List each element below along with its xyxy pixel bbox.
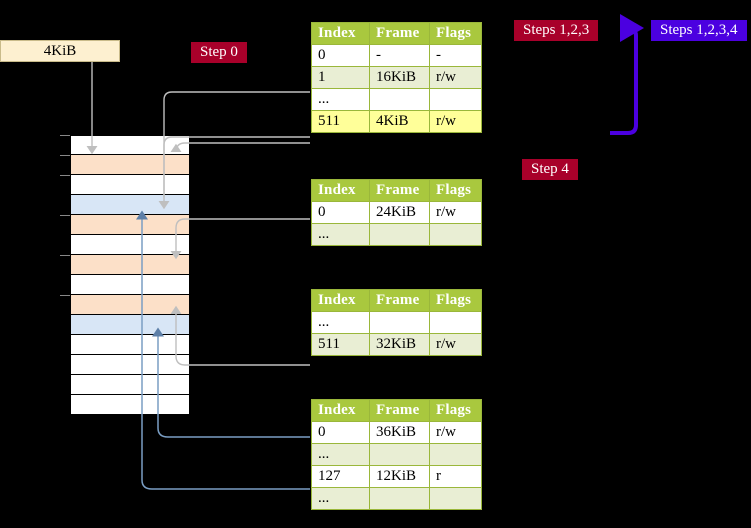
cell-index: 0 — [311, 201, 370, 224]
memory-row-tick — [60, 215, 70, 216]
cell-index: 127 — [311, 465, 370, 488]
cell-frame: 24KiB — [369, 201, 430, 224]
memory-frame-row — [70, 235, 190, 255]
memory-row-tick — [60, 175, 70, 176]
cell-index: 0 — [311, 421, 370, 444]
connector-l1-511-to-memory — [170, 142, 310, 153]
memory-frame-row — [70, 375, 190, 395]
memory-frame-row — [70, 215, 190, 235]
memory-frame-row — [70, 155, 190, 175]
table-row: 0-- — [311, 44, 482, 67]
column-header-index: Index — [311, 289, 370, 312]
bracket-steps-arrow — [610, 14, 644, 135]
cell-index: 511 — [311, 333, 370, 356]
column-header-flags: Flags — [429, 399, 482, 422]
cell-index: 511 — [311, 110, 370, 133]
connector-l3-511-to-memory — [170, 305, 310, 366]
physical-frame-4kib-label: 4KiB — [43, 42, 77, 59]
memory-frame-row — [70, 335, 190, 355]
cell-frame: 16KiB — [369, 66, 430, 89]
cell-flags — [429, 487, 482, 510]
memory-row-tick — [60, 295, 70, 296]
memory-row-tick — [60, 255, 70, 256]
column-header-flags: Flags — [429, 289, 482, 312]
cell-frame: 36KiB — [369, 421, 430, 444]
cell-frame: 12KiB — [369, 465, 430, 488]
column-header-frame: Frame — [369, 22, 430, 45]
cell-flags: r/w — [429, 421, 482, 444]
cell-flags: r/w — [429, 201, 482, 224]
cell-frame: - — [369, 44, 430, 67]
cell-index: ... — [311, 223, 370, 246]
connector-l2-0-to-memory — [170, 218, 310, 260]
cell-frame — [369, 487, 430, 510]
cell-flags — [429, 223, 482, 246]
cell-frame — [369, 88, 430, 111]
table-row: ... — [311, 443, 482, 466]
cell-flags: r — [429, 465, 482, 488]
cell-index: 0 — [311, 44, 370, 67]
cell-frame — [369, 443, 430, 466]
memory-frame-row — [70, 175, 190, 195]
badge-step-4: Step 4 — [521, 158, 579, 181]
column-header-flags: Flags — [429, 22, 482, 45]
cell-flags: - — [429, 44, 482, 67]
memory-frame-row — [70, 135, 190, 155]
cell-frame — [369, 311, 430, 334]
cell-flags: r/w — [429, 110, 482, 133]
cell-index: ... — [311, 311, 370, 334]
cell-frame: 4KiB — [369, 110, 430, 133]
column-header-index: Index — [311, 22, 370, 45]
memory-row-tick — [60, 135, 70, 136]
cell-index: 1 — [311, 66, 370, 89]
column-header-index: Index — [311, 179, 370, 202]
memory-frame-row — [70, 195, 190, 215]
memory-frame-row — [70, 275, 190, 295]
cell-flags: r/w — [429, 66, 482, 89]
badge-step-0: Step 0 — [190, 41, 248, 64]
memory-frame-row — [70, 295, 190, 315]
cell-flags — [429, 443, 482, 466]
badge-steps-1-2-3-4: Steps 1,2,3,4 — [650, 19, 748, 42]
memory-frame-row — [70, 255, 190, 275]
column-header-frame: Frame — [369, 399, 430, 422]
memory-row-tick — [60, 155, 70, 156]
column-header-index: Index — [311, 399, 370, 422]
memory-frame-row — [70, 395, 190, 415]
cell-flags — [429, 88, 482, 111]
cell-frame: 32KiB — [369, 333, 430, 356]
cell-flags: r/w — [429, 333, 482, 356]
cell-index: ... — [311, 487, 370, 510]
column-header-frame: Frame — [369, 289, 430, 312]
physical-memory-column — [60, 135, 190, 415]
table-row: ... — [311, 487, 482, 510]
memory-frame-row — [70, 355, 190, 375]
memory-frame-row — [70, 315, 190, 335]
badge-steps-1-2-3: Steps 1,2,3 — [513, 19, 600, 42]
physical-frame-4kib-box: 4KiB — [0, 40, 120, 62]
table-row: ... — [311, 311, 482, 334]
cell-flags — [429, 311, 482, 334]
cell-frame — [369, 223, 430, 246]
column-header-frame: Frame — [369, 179, 430, 202]
table-row: ... — [311, 88, 482, 111]
cell-index: ... — [311, 88, 370, 111]
column-header-flags: Flags — [429, 179, 482, 202]
cell-index: ... — [311, 443, 370, 466]
table-row: ... — [311, 223, 482, 246]
